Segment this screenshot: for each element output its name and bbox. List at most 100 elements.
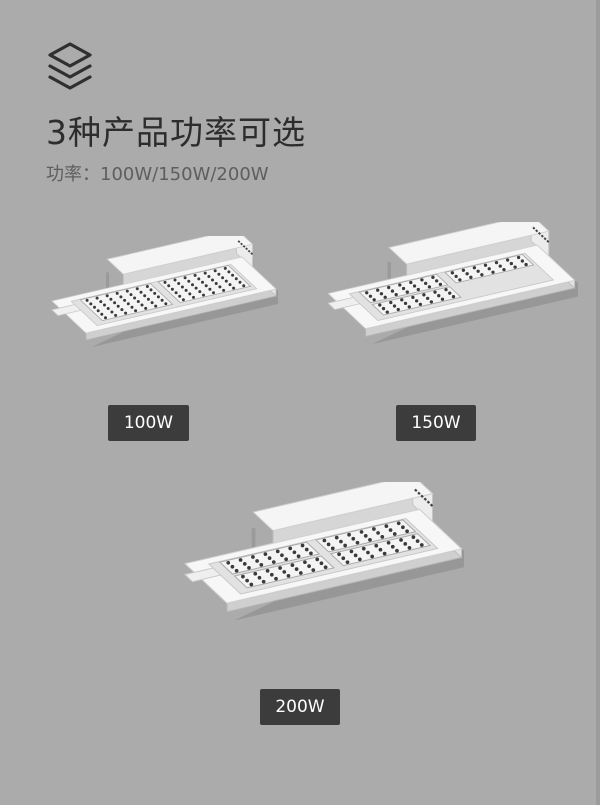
led-chip (217, 272, 221, 276)
led-chip (135, 287, 139, 291)
led-chip (334, 535, 339, 540)
led-chip (520, 259, 524, 263)
led-chip (213, 269, 217, 273)
led-chip (242, 284, 246, 288)
led-chip (379, 292, 384, 296)
led-chip (224, 279, 228, 283)
led-chip (167, 284, 171, 288)
light-fixture-150w (327, 222, 578, 345)
led-chip (465, 272, 469, 276)
led-chip (351, 536, 356, 541)
led-chip (238, 280, 242, 284)
led-chip (390, 544, 395, 549)
led-chip (218, 285, 222, 289)
led-chip (154, 304, 158, 308)
power-subtitle: 功率：100W/150W/200W (46, 164, 269, 185)
led-chip (390, 289, 395, 293)
led-chip (388, 528, 393, 532)
power-badge-200w: 200W (260, 689, 340, 725)
led-chip (288, 546, 293, 551)
led-chip (140, 303, 144, 307)
led-chip (259, 563, 264, 567)
led-chip (99, 300, 103, 304)
led-chip (429, 300, 434, 304)
led-chip (374, 543, 379, 548)
led-chip (113, 301, 117, 305)
led-chip (133, 296, 137, 300)
led-chip (366, 550, 370, 555)
led-chip (330, 546, 335, 551)
led-chip (516, 255, 521, 260)
led-chip (156, 295, 160, 299)
led-chip (387, 285, 391, 290)
led-chip (326, 542, 331, 547)
led-chip (427, 285, 432, 289)
led-chip (181, 298, 185, 302)
led-chip (201, 280, 204, 284)
led-chip (424, 281, 428, 286)
led-chip (103, 303, 106, 307)
led-chip (173, 278, 177, 282)
led-chip (164, 302, 168, 306)
led-chip (192, 295, 195, 299)
led-chip (322, 538, 327, 543)
housing-top (388, 222, 550, 265)
led-chip (476, 269, 480, 273)
led-chip (129, 293, 133, 297)
led-chip (126, 302, 130, 306)
led-chip (269, 572, 274, 577)
led-chip (149, 288, 153, 292)
led-chip (494, 260, 499, 265)
led-chip (232, 286, 236, 290)
led-chip (110, 310, 114, 314)
page-edge (596, 0, 600, 805)
led-chip (202, 293, 205, 297)
led-chip (203, 271, 207, 275)
led-chip (505, 258, 510, 262)
led-chip (480, 273, 484, 277)
led-chip (234, 568, 239, 573)
led-chip (85, 298, 89, 302)
led-chip (222, 288, 226, 292)
led-chip (524, 262, 528, 267)
led-chip (251, 555, 255, 559)
led-chip (231, 273, 235, 277)
led-chip (420, 278, 424, 282)
led-chip (323, 565, 328, 570)
vent-slot (540, 234, 544, 238)
led-chip (357, 557, 362, 562)
led-chip (261, 579, 266, 584)
vent-slot (250, 252, 254, 255)
led-chip (487, 267, 491, 271)
led-chip (450, 271, 455, 275)
vent-slot (543, 237, 547, 241)
vent-slot (247, 249, 251, 253)
led-chip (411, 295, 415, 299)
led-chip (400, 298, 404, 302)
led-chip (144, 306, 148, 310)
led-chip (339, 539, 343, 544)
led-chip (363, 534, 368, 538)
led-chip (160, 298, 164, 302)
led-chip (381, 306, 386, 311)
led-chip (491, 270, 495, 274)
led-chip (275, 549, 280, 554)
led-chip (241, 574, 245, 579)
led-chip (412, 284, 417, 288)
vent-slot (237, 240, 241, 243)
led-chip (347, 532, 351, 537)
led-chip (411, 535, 416, 539)
led-chip (469, 275, 473, 279)
led-chip (448, 291, 452, 295)
led-chip (130, 305, 134, 309)
led-chip (208, 287, 212, 291)
vent-slot (240, 242, 243, 246)
led-chip (392, 304, 397, 308)
housing-top (252, 482, 434, 532)
led-chip (378, 547, 383, 552)
led-chip (116, 304, 120, 308)
vent-slot (414, 488, 418, 493)
led-chip (123, 298, 127, 302)
led-chip (271, 560, 276, 564)
